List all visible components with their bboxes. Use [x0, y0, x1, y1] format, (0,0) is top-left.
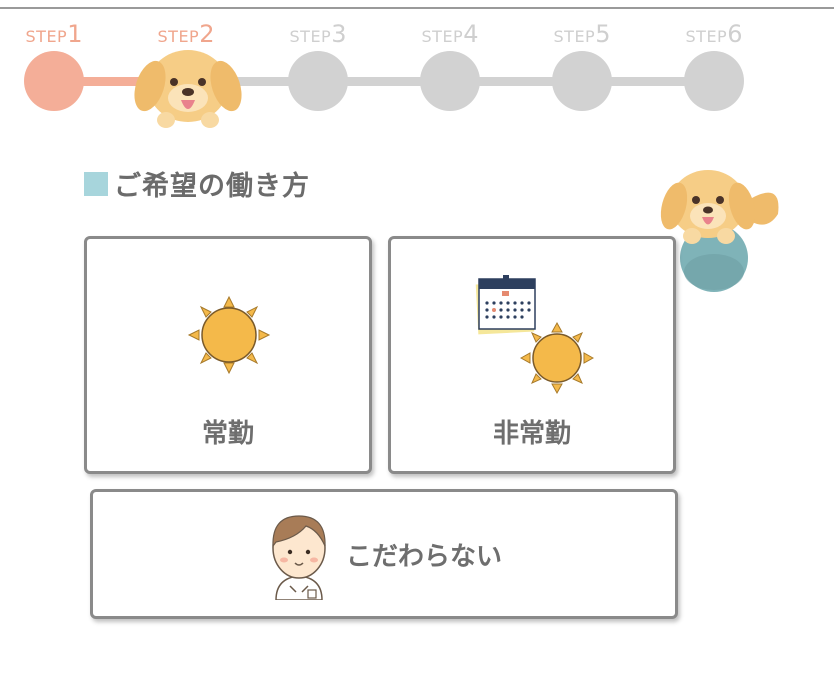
option-fulltime-button[interactable]: 常勤	[84, 236, 372, 474]
option-parttime-button[interactable]: 非常勤	[388, 236, 676, 474]
dog-marker-icon	[134, 50, 242, 128]
section-title: ご希望の働き方	[84, 164, 310, 203]
step-5-circle	[552, 51, 612, 111]
step-4-label: STEP4	[421, 20, 479, 48]
step-2-label: STEP2	[157, 20, 215, 48]
step-1-circle	[24, 51, 84, 111]
title-marker	[84, 171, 108, 196]
step-3: STEP3	[288, 0, 348, 120]
step-track-done	[54, 77, 186, 86]
step-4-circle	[420, 51, 480, 111]
step-6-circle	[684, 51, 744, 111]
step-2: STEP2	[134, 0, 242, 128]
step-3-circle	[288, 51, 348, 111]
step-1-label: STEP1	[25, 20, 83, 48]
top-divider	[0, 7, 834, 9]
section-title-text: ご希望の働き方	[114, 171, 310, 202]
progress-stepper: STEP1 STEP2 STEP3 STEP4 STEP5 STEP6	[0, 0, 834, 130]
calendar-sun-icon	[475, 275, 595, 395]
step-6: STEP6	[684, 0, 744, 120]
dog-on-ball-icon	[660, 170, 779, 292]
option-no-preference-label: こだわらない	[345, 541, 502, 572]
nurse-avatar-icon	[272, 515, 326, 600]
sun-icon	[187, 295, 271, 375]
option-fulltime-label: 常勤	[201, 419, 254, 449]
step-5-label: STEP5	[553, 20, 611, 48]
step-6-label: STEP6	[685, 20, 743, 48]
step-4: STEP4	[420, 0, 480, 120]
step-3-label: STEP3	[289, 20, 347, 48]
step-1: STEP1	[24, 0, 84, 120]
step-5: STEP5	[552, 0, 612, 120]
option-no-preference-button[interactable]: こだわらない	[90, 489, 678, 619]
option-parttime-label: 非常勤	[492, 419, 571, 449]
